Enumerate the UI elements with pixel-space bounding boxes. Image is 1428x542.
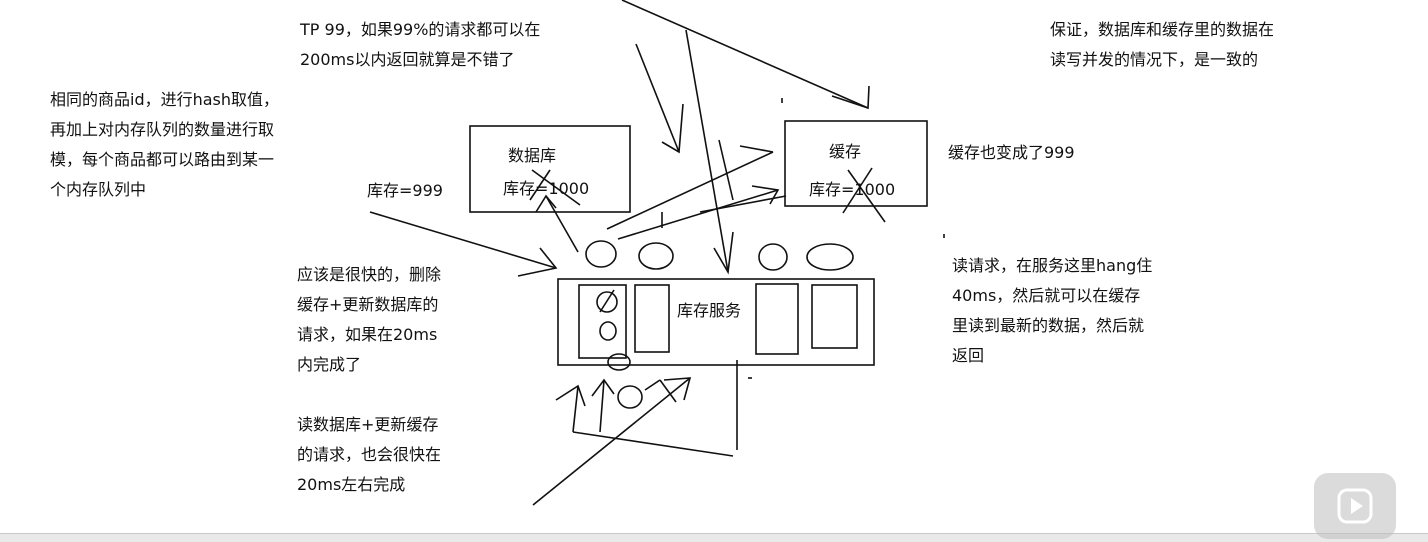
cache-value: 库存=1000 xyxy=(809,180,896,199)
arrow-line-service-to-database xyxy=(545,195,579,253)
cache-box xyxy=(784,120,928,207)
arrow-line-bottom-up-1 xyxy=(572,385,579,433)
note-cache-changed: 缓存也变成了999 xyxy=(948,143,1075,162)
database-value-strike-2 xyxy=(529,169,551,201)
memory-queue-3 xyxy=(755,283,799,355)
memory-queue-2 xyxy=(634,284,670,353)
database-title: 数据库 xyxy=(508,146,557,165)
database-box xyxy=(469,125,631,213)
outgoing-request xyxy=(617,385,643,409)
incoming-request-4 xyxy=(806,243,854,271)
memory-queue-1 xyxy=(578,284,627,359)
incoming-request-1 xyxy=(585,240,617,268)
note-fast-read: 读数据库+更新缓存 的请求，也会很快在 20ms左右完成 xyxy=(297,415,442,494)
arrow-line-mid-1 xyxy=(718,139,734,201)
arrow-line-service-to-cache-2 xyxy=(617,189,779,240)
arrow-line-top-to-service xyxy=(685,29,729,273)
database-value-strike-1 xyxy=(531,169,581,206)
arrowhead-service-left xyxy=(517,247,558,277)
arrowhead-bottom-up-1 xyxy=(555,384,586,407)
database-value: 库存=1000 xyxy=(503,179,590,198)
incoming-request-3 xyxy=(758,243,788,271)
arrow-line-cross-under-cache xyxy=(699,195,787,213)
note-fast-write: 应该是很快的，删除 缓存+更新数据库的 请求，如果在20ms 内完成了 xyxy=(297,265,442,374)
video-progress-bar[interactable] xyxy=(0,533,1428,542)
arrowhead-bottom-up-2 xyxy=(591,378,615,397)
arrow-line-stock-to-service xyxy=(369,211,557,269)
arrow-line-bottom-diagonal xyxy=(532,377,691,506)
arrow-line-service-to-cache-1 xyxy=(606,151,774,230)
arrowhead-database xyxy=(661,103,684,154)
inventory-service-box xyxy=(557,278,875,366)
line-bottom-1 xyxy=(572,431,734,457)
note-tp99: TP 99，如果99%的请求都可以在 200ms以内返回就算是不错了 xyxy=(300,20,541,69)
arrow-line-to-database xyxy=(635,43,680,153)
arrow-line-bottom-up-3 xyxy=(659,379,677,403)
arrowhead-database-lower xyxy=(535,194,557,213)
cache-value-strike-2 xyxy=(842,167,873,214)
play-icon xyxy=(1337,488,1373,524)
arrowhead-bottom-diagonal xyxy=(663,377,692,401)
play-button[interactable] xyxy=(1314,473,1396,539)
arrow-line-top-to-cache xyxy=(621,0,869,109)
arrow-line-bottom-up-2 xyxy=(599,379,605,433)
incoming-request-2 xyxy=(638,242,674,270)
arrowhead-cache-top xyxy=(831,85,870,110)
queued-request-1-strike xyxy=(599,289,615,313)
arrow-line-mid-2 xyxy=(739,145,774,153)
queued-request-3 xyxy=(607,353,631,371)
arrowhead-cache-lower xyxy=(751,185,780,205)
queued-request-2 xyxy=(599,321,617,341)
note-consistency: 保证，数据库和缓存里的数据在 读写并发的情况下，是一致的 xyxy=(1050,20,1275,69)
arrowhead-bottom-up-3 xyxy=(644,379,661,391)
memory-queue-4 xyxy=(811,284,858,349)
note-hash-routing: 相同的商品id，进行hash取值， 再加上对内存队列的数量进行取 模，每个商品都… xyxy=(50,90,280,199)
arrowhead-service-top xyxy=(713,231,734,275)
cache-title: 缓存 xyxy=(829,142,862,161)
note-stock-999: 库存=999 xyxy=(367,181,443,200)
note-read-request: 读请求，在服务这里hang住 40ms，然后就可以在缓存 里读到最新的数据，然后… xyxy=(952,256,1153,365)
service-title: 库存服务 xyxy=(677,301,742,320)
cache-value-strike-1 xyxy=(847,169,886,223)
queued-request-1 xyxy=(596,291,618,313)
